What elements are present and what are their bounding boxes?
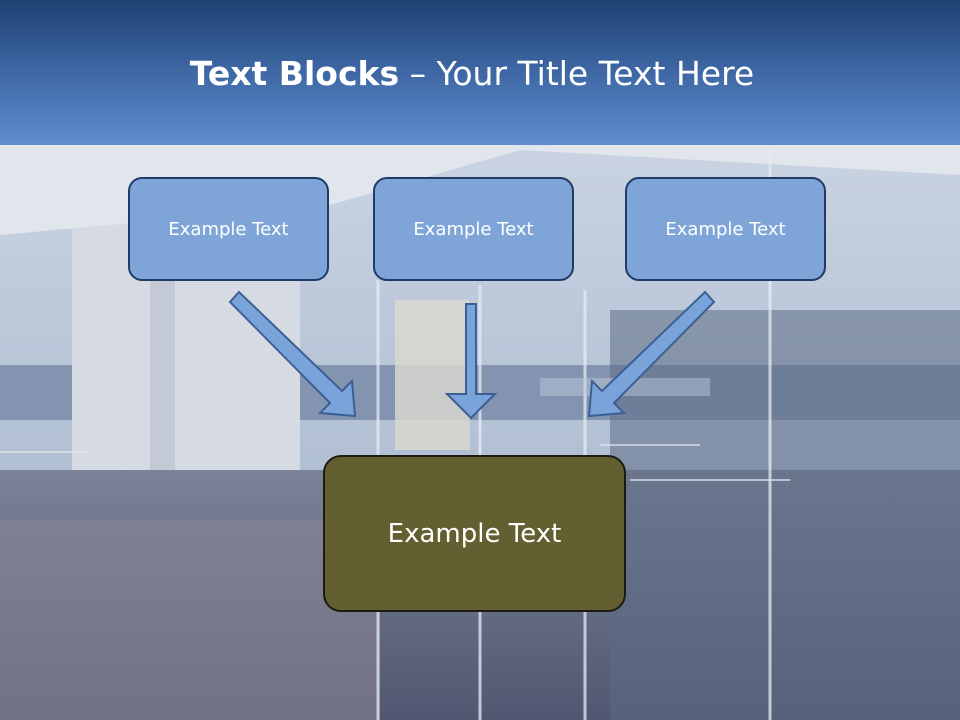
text-block-top-right[interactable]: Example Text — [625, 177, 826, 281]
page-title: Text Blocks – Your Title Text Here — [0, 52, 944, 96]
arrow-left-diagonal — [228, 290, 357, 418]
text-block-top-left[interactable]: Example Text — [128, 177, 329, 281]
title-bold-part: Text Blocks — [189, 54, 400, 93]
title-rest: Your Title Text Here — [436, 54, 755, 93]
text-block-center[interactable]: Example Text — [323, 455, 626, 612]
arrow-right-diagonal — [587, 290, 716, 418]
text-block-top-middle[interactable]: Example Text — [373, 177, 574, 281]
arrow-down — [444, 303, 498, 420]
title-separator: – — [399, 54, 437, 93]
title-banner: Text Blocks – Your Title Text Here — [0, 0, 960, 145]
